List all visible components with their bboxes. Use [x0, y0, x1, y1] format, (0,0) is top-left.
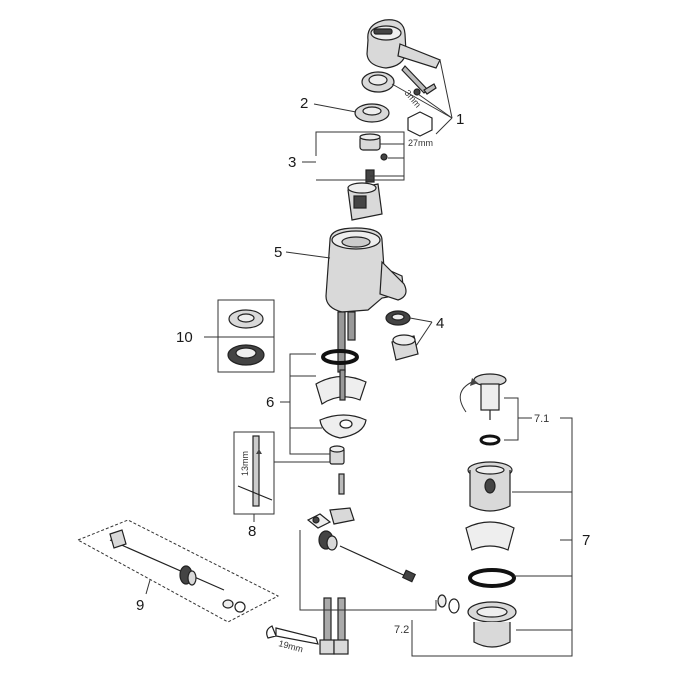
small-screw: [380, 153, 388, 161]
pivot-washers: [437, 594, 460, 614]
threaded-rod: [338, 473, 345, 495]
callout-8: 8: [248, 523, 256, 540]
cover-ring: [354, 103, 390, 123]
callout-4: 4: [436, 315, 444, 332]
drain-o-ring: [468, 568, 516, 588]
drain-body: [467, 461, 513, 512]
faucet-body: [325, 227, 407, 313]
wrench: 19mm: [266, 625, 319, 654]
callout-5: 5: [274, 244, 282, 261]
aerator-ring: [385, 310, 411, 326]
set-screw: [413, 88, 421, 96]
cartridge-nut: [359, 133, 381, 151]
flex-hoses: [319, 597, 349, 655]
o-ring: [321, 349, 359, 365]
callout-2: 2: [300, 95, 308, 112]
callout-7: 7: [582, 532, 590, 549]
callout-10: 10: [176, 329, 193, 346]
plug-seal: [479, 434, 501, 446]
lever-handle: [366, 19, 441, 69]
pop-up-rod-kit: [76, 519, 280, 623]
linkage-clamp: [306, 507, 355, 529]
callout-labels: 1 2 3 4 5 6 7 7.1 7.2 8 9 10: [136, 95, 590, 636]
aerator: [391, 334, 419, 361]
callout-1: 1: [456, 111, 464, 128]
callout-9: 9: [136, 597, 144, 614]
callout-6: 6: [266, 394, 274, 411]
cartridge: [347, 169, 383, 221]
pull-rod-tool: 13mm: [233, 431, 275, 515]
mounting-nut: [329, 445, 345, 465]
leader-lines: [145, 59, 573, 657]
mounting-plate: [319, 414, 367, 439]
pivot-rod: [339, 545, 417, 583]
cap-ring: [361, 71, 395, 93]
drain-gasket: [465, 521, 515, 551]
nut-size-hexagon: 27mm: [407, 111, 433, 148]
rotation-arrow: [459, 378, 478, 413]
mounting-gasket: [315, 369, 367, 405]
callout-3: 3: [288, 154, 296, 171]
flow-limiter-kit: [217, 299, 275, 373]
callout-7-2: 7.2: [394, 624, 409, 636]
callout-7-1: 7.1: [534, 413, 549, 425]
nut-size: 27mm: [408, 138, 433, 148]
ball-joint: [318, 530, 338, 551]
drain-tailpiece: [467, 601, 517, 648]
rod-length: 13mm: [240, 451, 250, 476]
drain-plug: [473, 373, 507, 420]
